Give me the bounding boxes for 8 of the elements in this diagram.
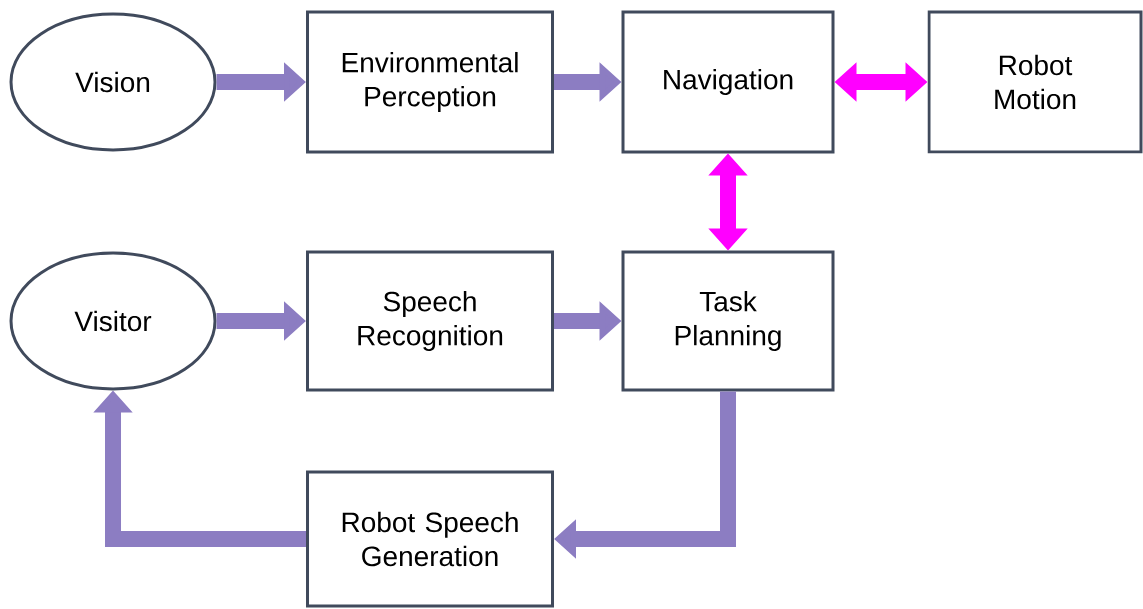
ellipse-node: Vision (9, 12, 217, 152)
process-box: Environmental Perception (306, 10, 554, 154)
ellipse-node: Visitor (9, 251, 217, 391)
process-box: Speech Recognition (306, 250, 554, 392)
process-box: Navigation (621, 10, 835, 154)
process-box: Robot Speech Generation (306, 470, 554, 608)
process-box: Robot Motion (927, 10, 1143, 154)
process-box: Task Planning (621, 250, 835, 392)
